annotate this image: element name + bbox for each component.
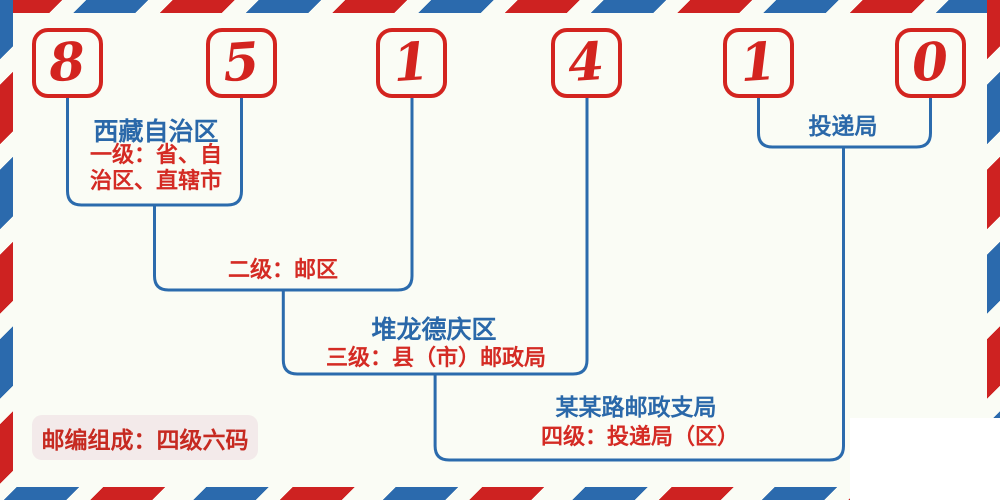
digit-3: 1: [391, 30, 432, 95]
airmail-border-left: [0, 0, 13, 500]
digit-box-1: 8: [32, 28, 103, 98]
digit-box-3: 1: [376, 28, 447, 98]
bracket-delivery: [757, 97, 932, 149]
digit-1: 8: [47, 30, 88, 95]
level1-desc-label: 一级：省、自 治区、直辖市: [90, 143, 222, 195]
digit-box-5: 1: [723, 28, 794, 98]
digit-6: 0: [910, 30, 951, 95]
composition-badge-text: 邮编组成：四级六码: [41, 427, 249, 454]
digit-box-4: 4: [551, 28, 622, 98]
digit-5: 1: [738, 30, 779, 95]
digit-4: 4: [566, 30, 607, 95]
composition-badge: 邮编组成：四级六码: [32, 415, 258, 460]
airmail-border-right: [987, 0, 1000, 500]
level4-desc-label: 四级：投递局（区）: [540, 425, 740, 450]
digit-box-6: 0: [895, 28, 966, 98]
level2-desc-label: 二级：邮区: [227, 258, 339, 283]
delivery-office-label: 投递局: [808, 114, 878, 140]
level3-region-label: 堆龙德庆区: [371, 315, 497, 344]
level1-desc-line2: 治区、直辖市: [89, 169, 223, 194]
airmail-border-bottom: [0, 487, 1000, 500]
bracket-level4: [433, 147, 845, 462]
digit-box-2: 5: [206, 28, 277, 98]
bottom-right-white-patch: [850, 418, 1000, 500]
level1-desc-line1: 一级：省、自: [89, 143, 223, 168]
level3-desc-label: 三级：县（市）邮政局: [325, 346, 547, 371]
digit-2: 5: [221, 30, 262, 95]
airmail-border-top: [0, 0, 1000, 13]
level4-region-label: 某某路邮政支局: [555, 395, 717, 421]
level1-region-label: 西藏自治区: [93, 117, 219, 146]
